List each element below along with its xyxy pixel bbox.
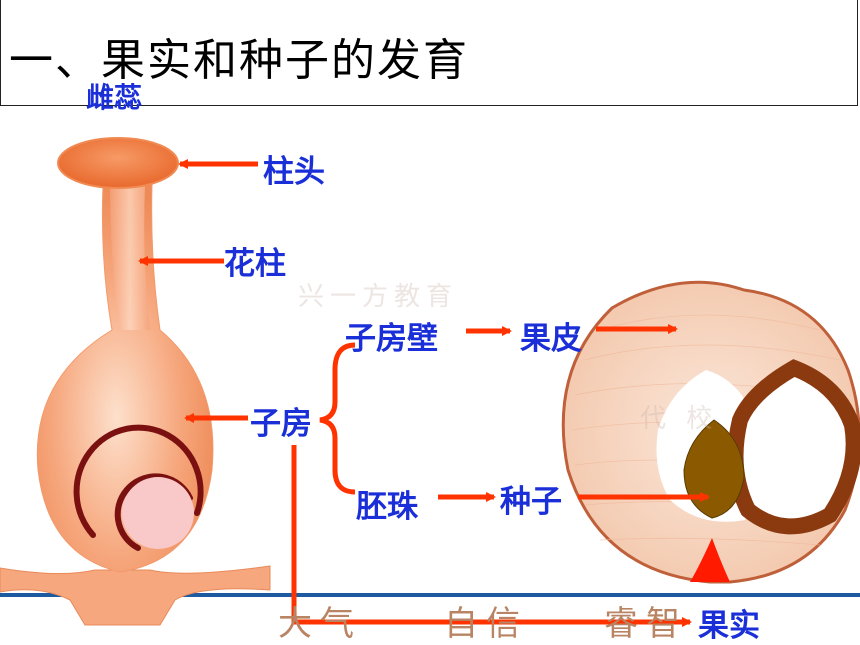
style-column (110, 185, 150, 330)
label-stigma: 柱头 (263, 154, 325, 190)
label-fruit: 果实 (698, 608, 760, 644)
ovary-bracket (319, 342, 356, 495)
arrow-fruit (291, 445, 692, 627)
seed-shape (683, 419, 745, 519)
label-ovary-wall: 子房壁 (345, 321, 438, 357)
title-box: 一、果实和种子的发育 (0, 0, 858, 106)
footer-band (0, 593, 860, 597)
stigma-shape (57, 137, 179, 189)
footer-word-2: 自信 (444, 604, 528, 644)
fruit-stone (727, 359, 860, 535)
ovule-integument-outer (73, 424, 204, 538)
label-ovary: 子房 (250, 406, 312, 442)
fruit-base-notch (690, 538, 730, 582)
ovule-core (122, 477, 194, 549)
footer-word-1: 大气 (278, 604, 362, 644)
label-pistil: 雌蕊 (86, 81, 143, 114)
watermark-text-2: 代 校 (640, 404, 719, 434)
page-title: 一、果实和种子的发育 (9, 35, 469, 86)
label-pericarp: 果皮 (520, 321, 582, 357)
label-ovule: 胚珠 (356, 489, 418, 525)
receptacle (0, 565, 271, 626)
watermark-text: 兴一方教育 (298, 282, 459, 312)
label-style: 花柱 (224, 246, 286, 282)
footer-word-3: 睿智 (604, 604, 688, 644)
label-seed: 种子 (500, 484, 562, 520)
